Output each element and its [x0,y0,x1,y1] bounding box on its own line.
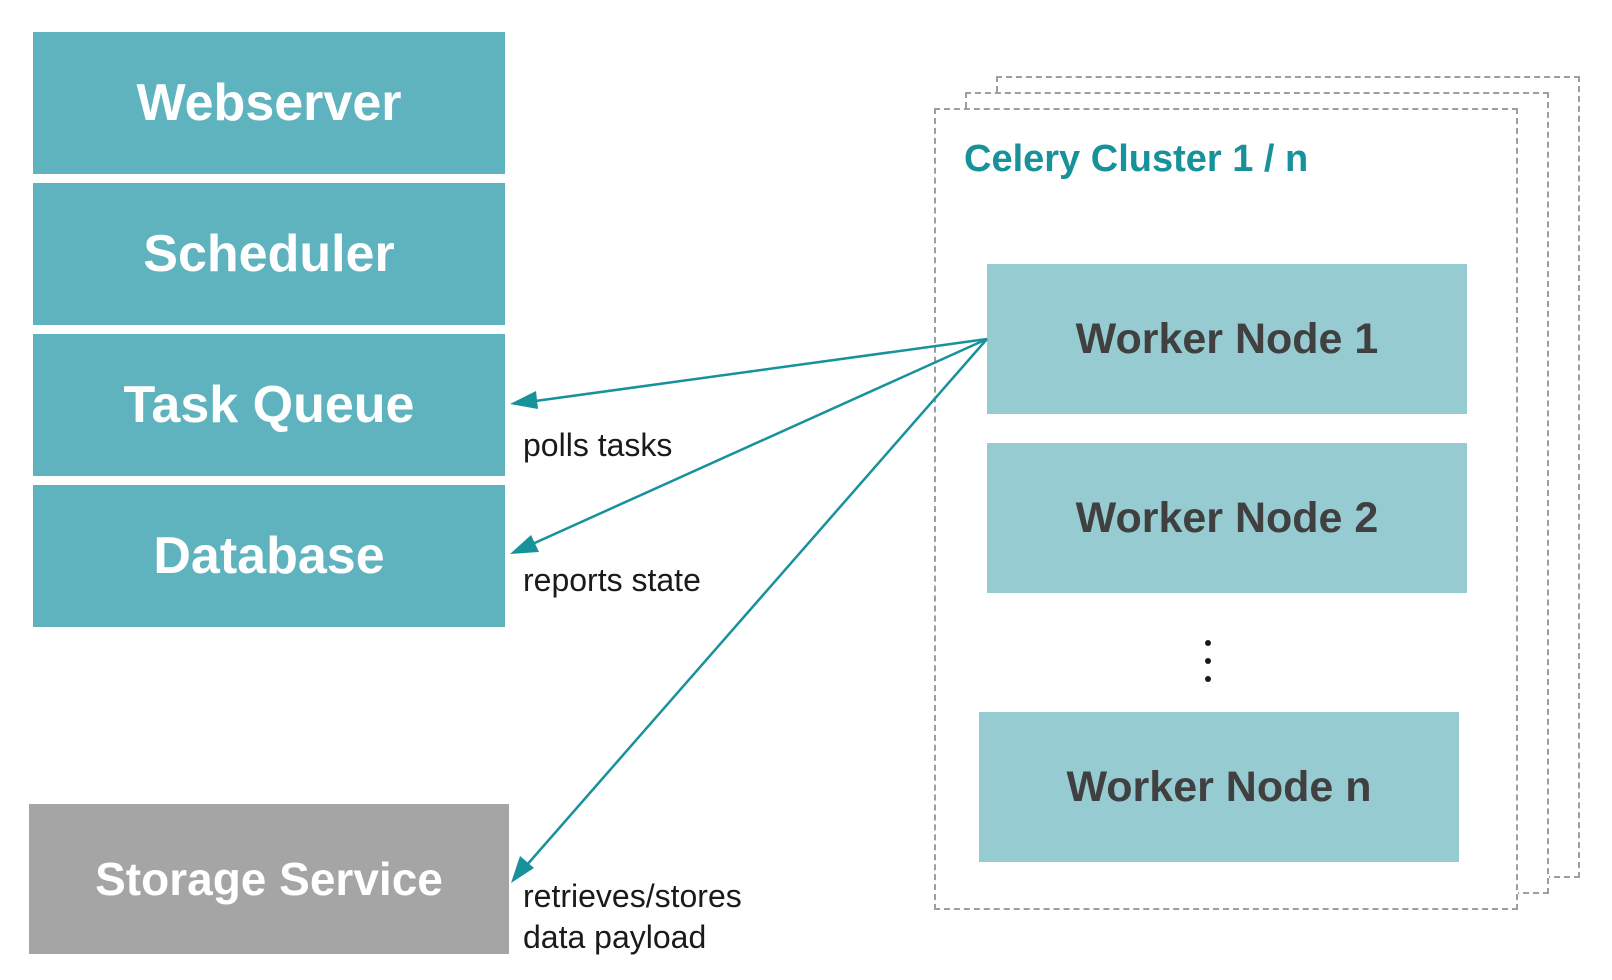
label-reports-state: reports state [523,562,701,598]
storage-service-label: Storage Service [95,853,443,905]
storage-service-box[interactable]: Storage Service [29,804,509,954]
worker-node-1[interactable]: Worker Node 1 [987,264,1467,414]
worker-ellipsis [1203,640,1213,686]
label-retrieves-stores-line2: data payload [523,919,707,955]
scheduler-box[interactable]: Scheduler [33,183,505,325]
arrowhead-reports-state [510,535,539,554]
label-polls-tasks: polls tasks [523,427,673,463]
worker-node-2[interactable]: Worker Node 2 [987,443,1467,593]
worker-node-2-label: Worker Node 2 [1075,493,1379,542]
scheduler-label: Scheduler [143,225,395,283]
database-box[interactable]: Database [33,485,505,627]
label-retrieves-stores-line1: retrieves/stores [523,878,742,914]
arrow-retrieves-stores [525,338,988,867]
cluster-title: Celery Cluster 1 / n [964,138,1309,180]
database-label: Database [153,527,385,585]
task-queue-label: Task Queue [123,376,415,434]
worker-node-1-label: Worker Node 1 [1075,314,1379,363]
worker-node-n[interactable]: Worker Node n [979,712,1459,862]
arrowhead-polls-tasks [510,391,538,409]
webserver-label: Webserver [136,74,402,132]
arrow-polls-tasks [527,337,988,404]
worker-node-n-label: Worker Node n [1066,762,1372,811]
webserver-box[interactable]: Webserver [33,32,505,174]
task-queue-box[interactable]: Task Queue [33,334,505,476]
